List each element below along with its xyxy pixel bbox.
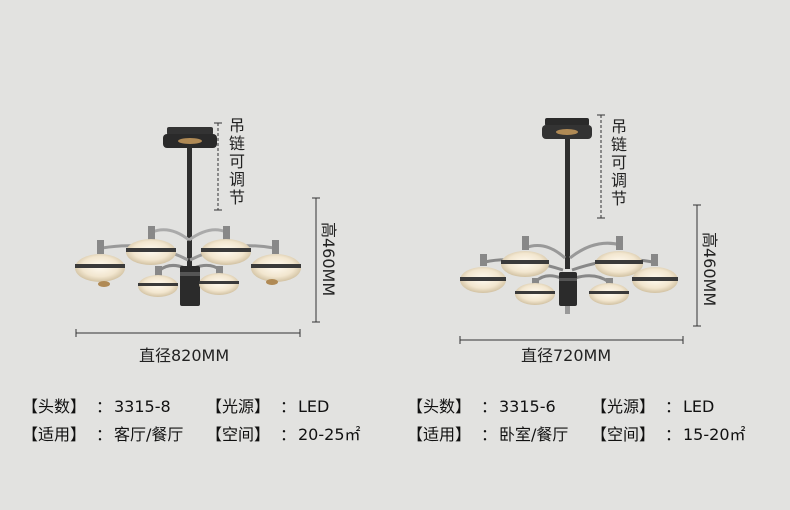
product-6-head: 吊链可调节 高460MM 直径720MM 【头数】：3315-6【光源】：LED… — [395, 0, 790, 510]
diameter-label: 直径820MM — [139, 346, 230, 365]
diameter-label: 直径720MM — [521, 346, 612, 365]
spec-row-use: 【适用】：卧室/餐厅【空间】：15-20㎡ — [407, 425, 746, 444]
height-label: 高460MM — [700, 232, 719, 307]
chandelier-6-head-image — [459, 114, 701, 344]
chain-adjustable-label: 吊链可调节 — [610, 117, 627, 208]
chain-adjustable-label: 吊链可调节 — [228, 116, 245, 207]
spec-row-use: 【适用】：客厅/餐厅【空间】：20-25㎡ — [22, 425, 361, 444]
product-8-head: 吊链可调节 高460MM 直径820MM 【头数】：3315-8【光源】：LED… — [22, 116, 361, 445]
height-label: 高460MM — [319, 222, 338, 297]
spec-row-heads: 【头数】：3315-6【光源】：LED — [407, 397, 715, 416]
chandelier-8-head-image — [75, 122, 320, 337]
spec-row-heads: 【头数】：3315-8【光源】：LED — [22, 397, 330, 416]
